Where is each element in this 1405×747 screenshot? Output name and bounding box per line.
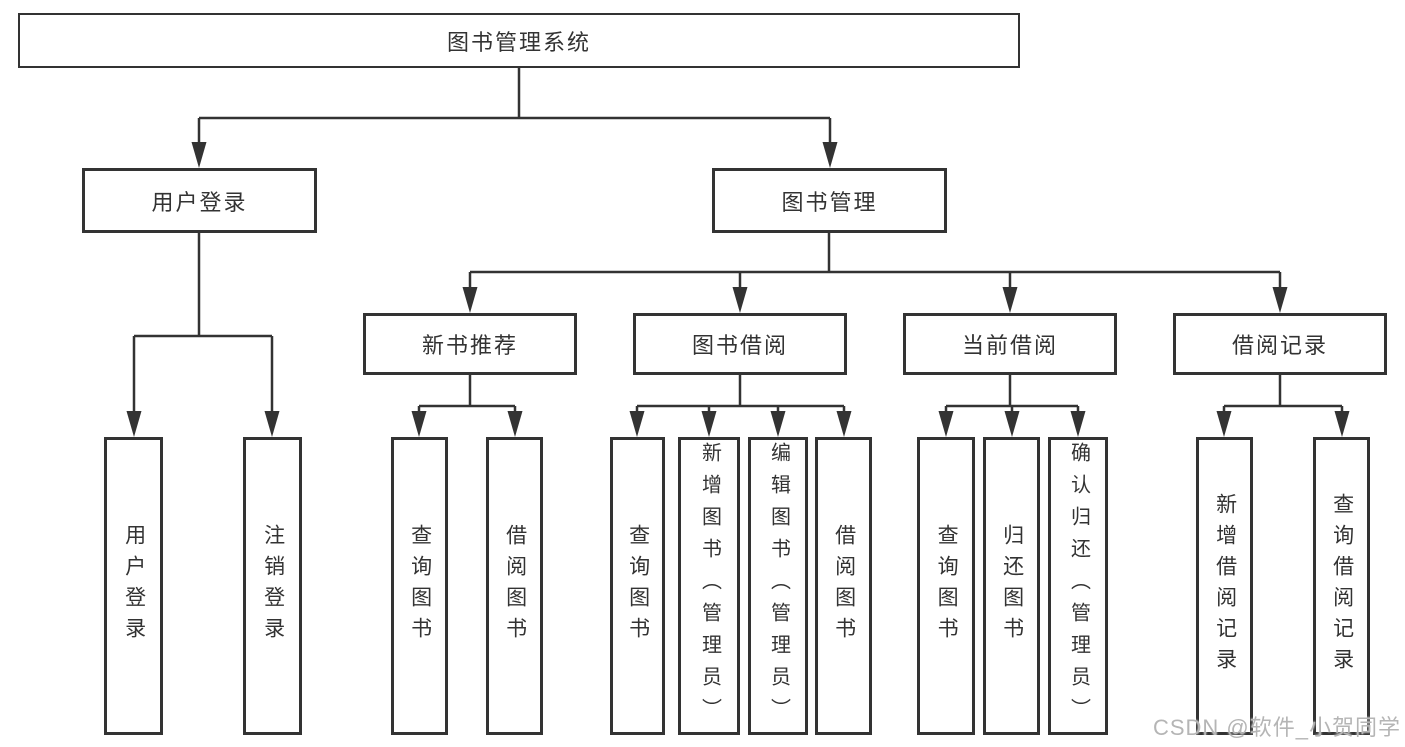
leaf-label: 查询图书 [626, 524, 650, 648]
arrow-down-icon [191, 142, 207, 168]
arrow-down-icon [507, 411, 523, 437]
node-book-management: 图书管理 [712, 168, 947, 233]
leaf-label: 用户登录 [122, 524, 146, 648]
arrow-down-icon [770, 411, 786, 437]
arrow-down-icon [264, 411, 280, 437]
leaf-label: 新增图书（管理员） [698, 442, 721, 730]
node-system-root: 图书管理系统 [18, 13, 1020, 68]
csdn-watermark: CSDN @软件_小贺同学 [1152, 715, 1401, 740]
connector-current-borrow-split [944, 375, 1080, 414]
connector-root-split [197, 68, 832, 144]
node-current-borrow: 当前借阅 [903, 313, 1117, 375]
arrow-down-icon [822, 142, 838, 168]
connector-borrow-record-split [1222, 375, 1344, 414]
arrow-down-icon [836, 411, 852, 437]
leaf-return-book: 归还图书 [983, 437, 1040, 735]
leaf-borrow-book: 借阅图书 [815, 437, 872, 735]
leaf-label: 归还图书 [1000, 524, 1024, 648]
leaf-label: 查询借阅记录 [1330, 493, 1354, 679]
leaf-add-book-admin: 新增图书（管理员） [678, 437, 740, 735]
arrow-down-icon [1216, 411, 1232, 437]
arrow-down-icon [1002, 287, 1018, 313]
arrow-down-icon [126, 411, 142, 437]
leaf-label: 确认归还（管理员） [1067, 442, 1090, 730]
arrow-down-icon [1004, 411, 1020, 437]
leaf-label: 借阅图书 [503, 524, 527, 648]
connector-user-login-split [132, 233, 274, 413]
arrow-down-icon [1070, 411, 1086, 437]
leaf-label: 查询图书 [935, 524, 959, 648]
leaf-user-login: 用户登录 [104, 437, 163, 735]
leaf-label: 注销登录 [261, 524, 285, 648]
node-borrow-records: 借阅记录 [1173, 313, 1387, 375]
leaf-logout: 注销登录 [243, 437, 302, 735]
leaf-query-book-recommend: 查询图书 [391, 437, 448, 735]
leaf-label: 查询图书 [408, 524, 432, 648]
arrow-down-icon [462, 287, 478, 313]
leaf-query-book-current: 查询图书 [917, 437, 975, 735]
arrow-down-icon [938, 411, 954, 437]
arrow-down-icon [1334, 411, 1350, 437]
connector-new-book-split [417, 375, 517, 414]
arrowheads [126, 142, 1350, 437]
node-book-borrow: 图书借阅 [633, 313, 847, 375]
leaf-label: 借阅图书 [832, 524, 856, 648]
node-user-login: 用户登录 [82, 168, 317, 233]
leaf-query-borrow-record: 查询借阅记录 [1313, 437, 1370, 735]
arrow-down-icon [1272, 287, 1288, 313]
leaf-label: 编辑图书（管理员） [767, 442, 790, 730]
leaf-edit-book-admin: 编辑图书（管理员） [748, 437, 808, 735]
leaf-label: 新增借阅记录 [1213, 493, 1237, 679]
arrow-down-icon [732, 287, 748, 313]
leaf-confirm-return-admin: 确认归还（管理员） [1048, 437, 1108, 735]
arrow-down-icon [411, 411, 427, 437]
leaf-query-book-borrow: 查询图书 [610, 437, 665, 735]
arrow-down-icon [629, 411, 645, 437]
connector-book-management-split [468, 233, 1282, 289]
leaf-add-borrow-record: 新增借阅记录 [1196, 437, 1253, 735]
arrow-down-icon [701, 411, 717, 437]
leaf-borrow-book-recommend: 借阅图书 [486, 437, 543, 735]
node-new-book-recommend: 新书推荐 [363, 313, 577, 375]
connector-book-borrow-split [635, 375, 846, 414]
